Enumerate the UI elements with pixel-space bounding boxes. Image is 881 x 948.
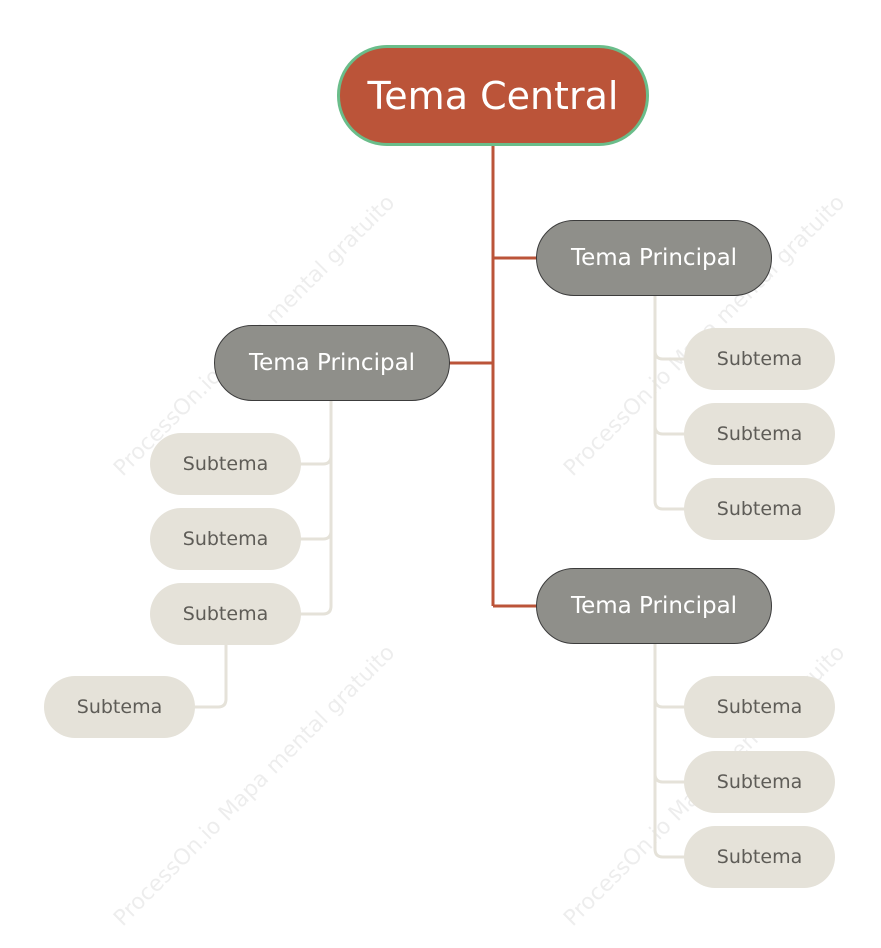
main-topic-1[interactable]: Tema Principal (536, 220, 772, 296)
main-topic-3[interactable]: Tema Principal (536, 568, 772, 644)
subtopic[interactable]: Subtema (684, 826, 835, 888)
branch-1-sub-connector (653, 425, 686, 436)
subtopic[interactable]: Subtema (150, 433, 301, 495)
subtopic-connectors (193, 296, 686, 859)
subtopic[interactable]: Subtema (684, 751, 835, 813)
branch-3-sub-connector (653, 773, 686, 784)
branch-1-sub-connector (653, 350, 686, 361)
branch-2-sub-connector (299, 455, 333, 466)
branch-2-sub-connector (299, 530, 333, 541)
main-topic-2[interactable]: Tema Principal (214, 325, 450, 401)
subtopic[interactable]: Subtema (150, 583, 301, 645)
central-topic[interactable]: Tema Central (337, 45, 649, 146)
subtopic[interactable]: Subtema (684, 478, 835, 540)
branch-2-connector (299, 401, 333, 616)
branch-2-sub-connector (193, 645, 228, 709)
subtopic[interactable]: Subtema (684, 676, 835, 738)
branch-1-connector (653, 296, 686, 511)
subtopic[interactable]: Subtema (684, 328, 835, 390)
subtopic-child[interactable]: Subtema (44, 676, 195, 738)
branch-3-sub-connector (653, 698, 686, 709)
branch-3-connector (653, 644, 686, 859)
subtopic[interactable]: Subtema (684, 403, 835, 465)
subtopic[interactable]: Subtema (150, 508, 301, 570)
trunk-connectors (449, 146, 537, 608)
